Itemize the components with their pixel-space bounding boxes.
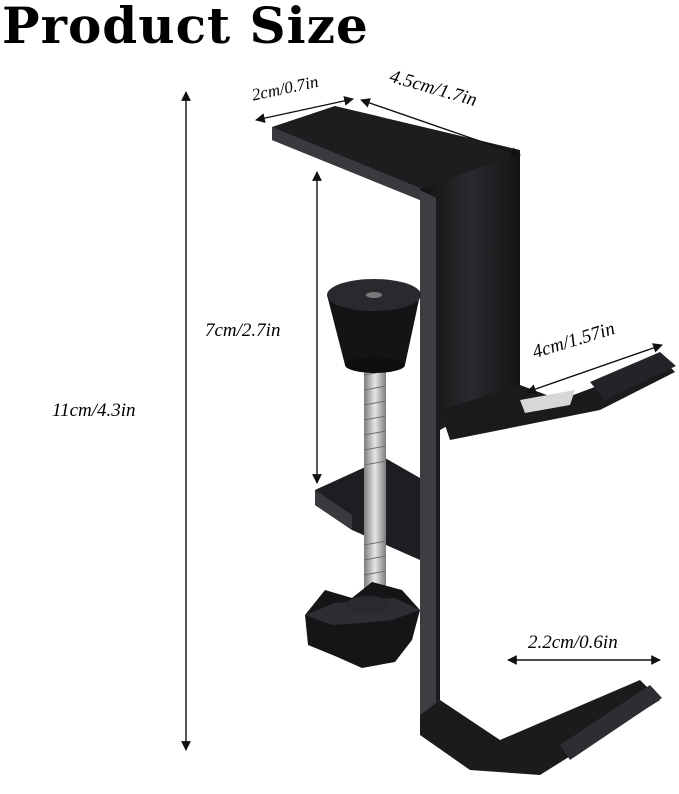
clamp-opening-label: 7cm/2.7in xyxy=(205,320,281,341)
lower-hook xyxy=(420,680,662,775)
clamp-screw xyxy=(363,360,387,612)
page-title: Product Size xyxy=(2,0,369,55)
star-knob xyxy=(305,582,420,668)
rubber-pad xyxy=(327,279,421,373)
lower-hook-label: 2.2cm/0.6in xyxy=(528,632,618,653)
dimension-arrows xyxy=(181,91,663,751)
vertical-body xyxy=(420,152,520,715)
overall-height-label: 11cm/4.3in xyxy=(52,400,136,421)
